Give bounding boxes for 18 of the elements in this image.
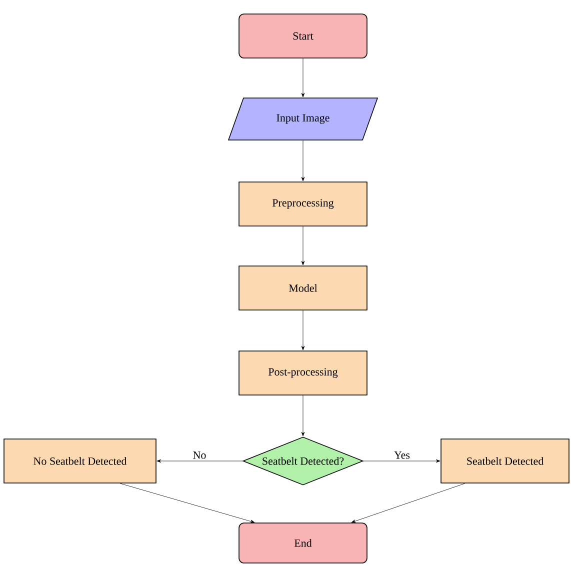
start-box: Start	[238, 14, 368, 58]
edge-label: Yes	[393, 450, 411, 460]
arrow	[301, 310, 305, 350]
end-box: End	[238, 522, 368, 564]
process-box: No Seatbelt Detected	[4, 438, 156, 484]
arrow	[301, 58, 305, 98]
arrow	[156, 459, 243, 463]
arrow	[120, 483, 255, 523]
process-box: Preprocessing	[238, 182, 368, 226]
arrow	[301, 395, 305, 436]
process-box: Seatbelt Detected	[440, 438, 570, 484]
edge-label: No	[192, 450, 208, 460]
arrow	[301, 140, 305, 182]
arrow	[301, 226, 305, 266]
arrow	[351, 483, 466, 523]
arrow	[363, 459, 440, 463]
process-box: Post-processing	[238, 350, 368, 396]
process-box: Model	[238, 266, 368, 310]
